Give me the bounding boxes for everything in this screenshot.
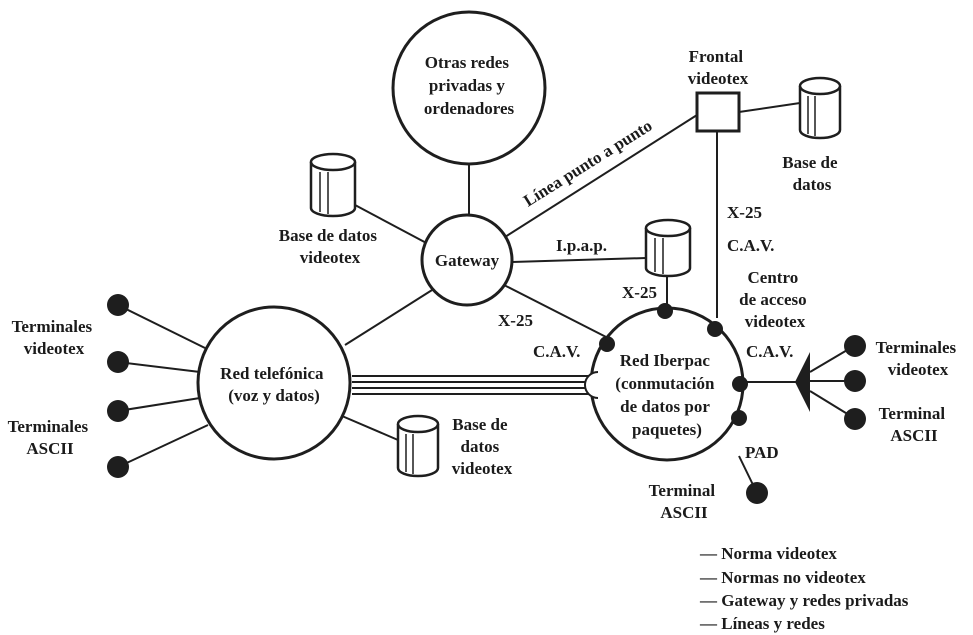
- cav-left-label: C.A.V.: [533, 342, 580, 361]
- legend-item: — Gateway y redes privadas: [699, 591, 909, 610]
- x25-vertical-label: X-25: [727, 203, 762, 222]
- linea-punto-label: Línea punto a punto: [520, 116, 655, 210]
- base-datos-top-label: Base de datos: [782, 153, 842, 194]
- terminales-ascii-left-label: Terminales ASCII: [8, 417, 93, 458]
- terminales-videotex-left-label: Terminales videotex: [12, 317, 97, 358]
- terminal-dot-pad: [746, 482, 768, 504]
- link-frontal-db: [738, 102, 801, 113]
- terminal-dot: [107, 456, 129, 478]
- cav-vertical-label: C.A.V.: [727, 236, 774, 255]
- terminal-ascii-right-label: Terminal ASCII: [879, 404, 950, 445]
- red-iberpac-label: Red Iberpac (conmutación de datos por pa…: [615, 351, 718, 439]
- terminals-left: [107, 294, 129, 478]
- centro-acceso-triangle: [795, 352, 810, 412]
- link-gateway-telefonica: [344, 284, 441, 346]
- x25-left-label: X-25: [498, 311, 533, 330]
- cav-right-label: C.A.V.: [746, 342, 793, 361]
- iberpac-port-semicircle: [584, 371, 599, 399]
- database-icon: [309, 152, 357, 218]
- port-dot: [707, 321, 723, 337]
- port-dot: [599, 336, 615, 352]
- legend-item: — Normas no videotex: [699, 568, 866, 587]
- terminal-dot: [844, 408, 866, 430]
- legend-item: — Líneas y redes: [699, 614, 825, 633]
- link-term-left-1: [117, 304, 206, 349]
- link-gateway-frontal: [504, 114, 698, 238]
- iberpac-ports: [599, 303, 748, 426]
- red-telefonica-label: Red telefónica (voz y datos): [220, 364, 328, 405]
- link-gateway-db-left: [354, 204, 433, 247]
- multiline-link: [352, 375, 596, 395]
- otras-redes-label: Otras redes privadas y ordenadores: [424, 53, 515, 118]
- frontal-label: Frontal videotex: [688, 47, 749, 88]
- link-term-left-3: [117, 397, 201, 412]
- centro-acceso-label: Centro de acceso videotex: [739, 268, 811, 331]
- link-gateway-ipap-db: [511, 257, 647, 263]
- terminal-dot: [107, 351, 129, 373]
- terminal-ascii-bottom-label: Terminal ASCII: [649, 481, 720, 522]
- ipap-label: I.p.a.p.: [556, 236, 607, 255]
- link-term-left-2: [117, 361, 201, 373]
- port-dot: [657, 303, 673, 319]
- x25-near-db-label: X-25: [622, 283, 657, 302]
- base-datos-videotex-bottom-label: Base de datos videotex: [452, 415, 513, 478]
- node-gateway: [420, 213, 514, 307]
- terminales-videotex-right-label: Terminales videotex: [876, 338, 961, 379]
- terminal-dot: [844, 335, 866, 357]
- port-dot: [731, 410, 747, 426]
- database-icon: [798, 76, 842, 140]
- link-telefonica-db: [341, 415, 399, 441]
- port-dot: [732, 376, 748, 392]
- legend-item: — Norma videotex: [699, 544, 837, 563]
- base-datos-videotex-left-label: Base de datos videotex: [279, 226, 381, 267]
- node-otras-redes: [391, 10, 547, 166]
- node-frontal-videotex: [695, 91, 741, 133]
- gateway-label: Gateway: [435, 251, 500, 270]
- database-icon: [644, 218, 692, 278]
- database-icon: [396, 414, 440, 478]
- terminal-dot: [844, 370, 866, 392]
- terminal-dot: [107, 400, 129, 422]
- link-term-left-4: [117, 424, 209, 468]
- node-red-telefonica: [196, 305, 352, 461]
- terminals-right: [844, 335, 866, 430]
- link-gateway-iberpac: [501, 283, 613, 341]
- terminal-dot: [107, 294, 129, 316]
- legend: — Norma videotex — Normas no videotex — …: [699, 544, 909, 633]
- pad-label: PAD: [745, 443, 779, 462]
